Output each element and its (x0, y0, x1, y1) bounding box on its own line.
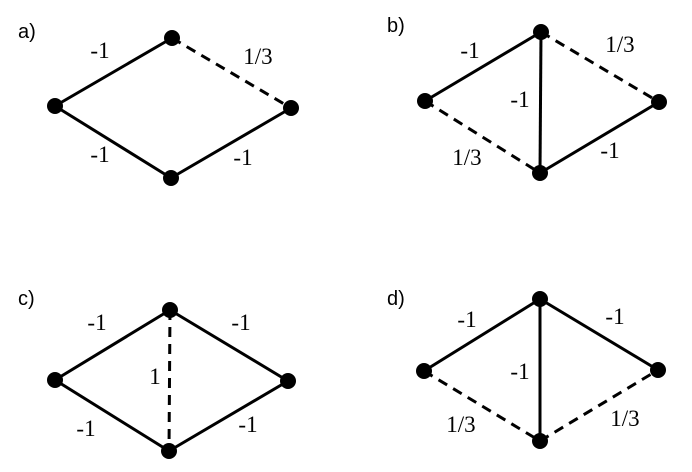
graph-node (280, 373, 296, 389)
edge-weight-label: -1 (233, 145, 252, 170)
graph-node (164, 30, 180, 46)
graph-node (416, 363, 432, 379)
edge-weight-label: -1 (510, 87, 529, 112)
graph-node (161, 443, 177, 459)
solid-edge (423, 297, 541, 373)
panel-label: b) (387, 15, 405, 37)
panel-c: c) -1 -1 1 -1 -1 (18, 288, 296, 459)
graph-node (532, 165, 548, 181)
panel-a: a) -1 1/3 -1 -1 (18, 21, 299, 186)
edge-weight-label: -1 (460, 38, 479, 63)
solid-edge (168, 379, 289, 453)
edge-weight-label: 1 (149, 364, 161, 389)
graph-node (162, 302, 178, 318)
graph-node (533, 24, 549, 40)
panel-label: c) (18, 288, 35, 310)
graph-node (163, 170, 179, 186)
dashed-edge (167, 309, 172, 452)
graph-node (47, 98, 63, 114)
dashed-edge (540, 30, 660, 104)
dashed-edge (424, 99, 541, 175)
solid-edge (54, 36, 173, 108)
edge-weight-label: -1 (90, 38, 109, 63)
dashed-edge (423, 369, 541, 443)
graph-node (650, 362, 666, 378)
graph-node (651, 94, 667, 110)
graph-node (47, 372, 63, 388)
edge-weight-label: 1/3 (452, 145, 481, 170)
edge-weight-label: -1 (238, 412, 257, 437)
graph-node (283, 100, 299, 116)
panel-d: d) -1 -1 -1 1/3 1/3 (387, 288, 666, 449)
dashed-edge (171, 36, 292, 110)
dashed-edge (539, 368, 659, 443)
edge-weight-label: 1/3 (610, 406, 639, 431)
solid-edge (170, 106, 292, 180)
solid-edge (54, 104, 172, 180)
edge-weight-label: -1 (90, 142, 109, 167)
edge-weight-label: -1 (605, 304, 624, 329)
edge-weight-label: -1 (510, 359, 529, 384)
solid-edge (54, 378, 170, 453)
edge-weight-label: 1/3 (243, 44, 272, 69)
graph-node (532, 291, 548, 307)
panel-b: b) -1 1/3 -1 1/3 -1 (387, 15, 667, 181)
solid-edge (538, 31, 543, 174)
edge-weight-label: 1/3 (605, 32, 634, 57)
edge-weight-label: -1 (457, 307, 476, 332)
solid-edge (539, 297, 659, 372)
solid-edge (169, 308, 289, 383)
edge-weight-label: 1/3 (446, 412, 475, 437)
solid-edge (54, 308, 171, 382)
graph-node (417, 93, 433, 109)
solid-edge (424, 30, 542, 103)
edge-weight-label: -1 (231, 310, 250, 335)
panel-label: d) (387, 288, 405, 310)
edge-weight-label: -1 (600, 138, 619, 163)
panel-label: a) (18, 21, 36, 43)
edge-weight-label: -1 (87, 310, 106, 335)
solid-edge (539, 100, 660, 175)
graph-node (532, 433, 548, 449)
edge-weight-label: -1 (76, 416, 95, 441)
